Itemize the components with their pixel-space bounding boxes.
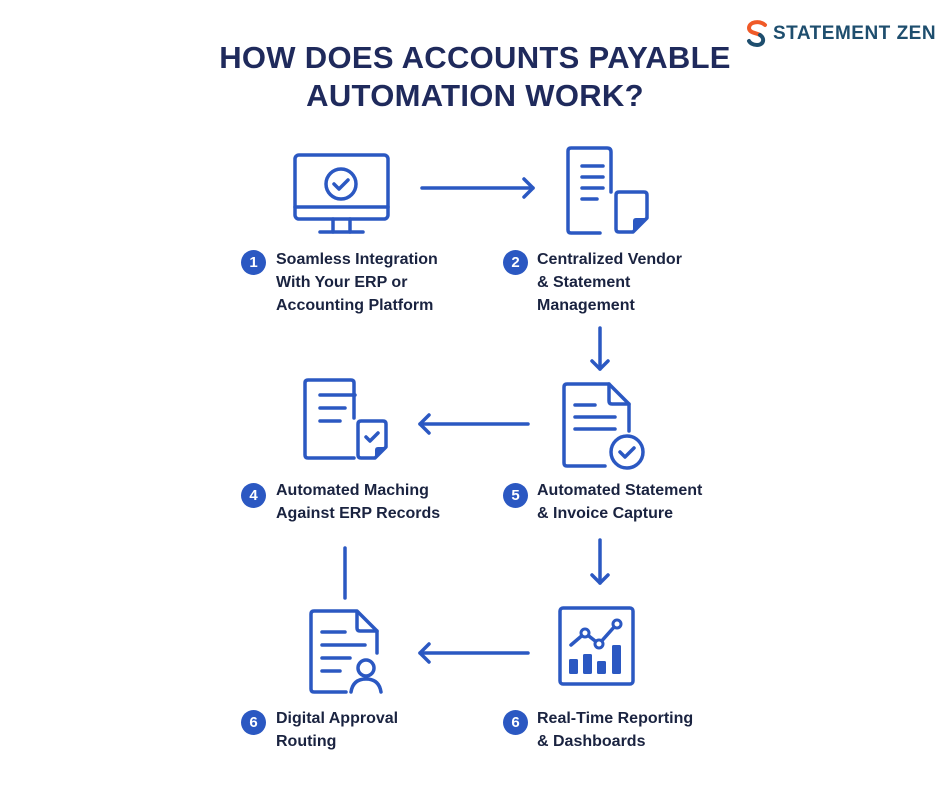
monitor-check-icon [293,153,390,234]
step-badge-1: 1 [241,250,266,275]
step-label-line: Management [537,297,635,314]
step-label-1: Soamless Integration With Your ERP or Ac… [276,248,438,317]
step-label-line: & Invoice Capture [537,505,674,522]
step-label-4: Automated Maching Against ERP Records [276,479,440,525]
document-check-icon [303,378,388,460]
brand-name: STATEMENT ZEN [773,23,937,44]
step-label-line: Against ERP Records [276,505,441,522]
step-label-line: Soamless Integration [276,251,438,268]
step-label-line: & Statement [537,274,631,291]
page-title-line2: AUTOMATION WORK? [306,78,644,113]
document-circle-check-icon [562,382,645,470]
statement-zen-logo-icon [746,20,767,48]
page-title-line1: HOW DOES ACCOUNTS PAYABLE [219,40,731,75]
step-label-line: Real-Time Reporting [537,710,694,727]
step-label-line: Centralized Vendor [537,251,682,268]
step-label-line: & Dashboards [537,733,646,750]
brand-logo: STATEMENT ZEN [745,20,936,48]
step-badge-6: 6 [241,710,266,735]
documents-icon [566,146,649,235]
step-badge-reporting: 6 [503,710,528,735]
step-badge-4: 4 [241,483,266,508]
chart-dashboard-icon [558,606,635,686]
step-label-5: Automated Statement & Invoice Capture [537,479,702,525]
step-label-line: Accounting Platform [276,297,434,314]
arrow-right-1-2 [420,177,535,199]
arrow-down-2-5 [590,326,610,371]
step-label-line: Automated Maching [276,482,429,499]
arrow-left-5-4 [418,413,530,435]
document-user-icon [309,609,383,694]
step-label-2: Centralized Vendor & Statement Managemen… [537,248,682,317]
step-label-line: With Your ERP or [276,274,408,291]
step-label-reporting: Real-Time Reporting & Dashboards [537,707,693,753]
step-label-6: Digital Approval Routing [276,707,398,753]
arrow-down-5-reporting [590,538,610,585]
step-badge-2: 2 [503,250,528,275]
step-label-line: Routing [276,733,337,750]
arrow-left-reporting-approval [418,642,530,664]
step-badge-5: 5 [503,483,528,508]
step-label-line: Automated Statement [537,482,703,499]
step-label-line: Digital Approval [276,710,399,727]
